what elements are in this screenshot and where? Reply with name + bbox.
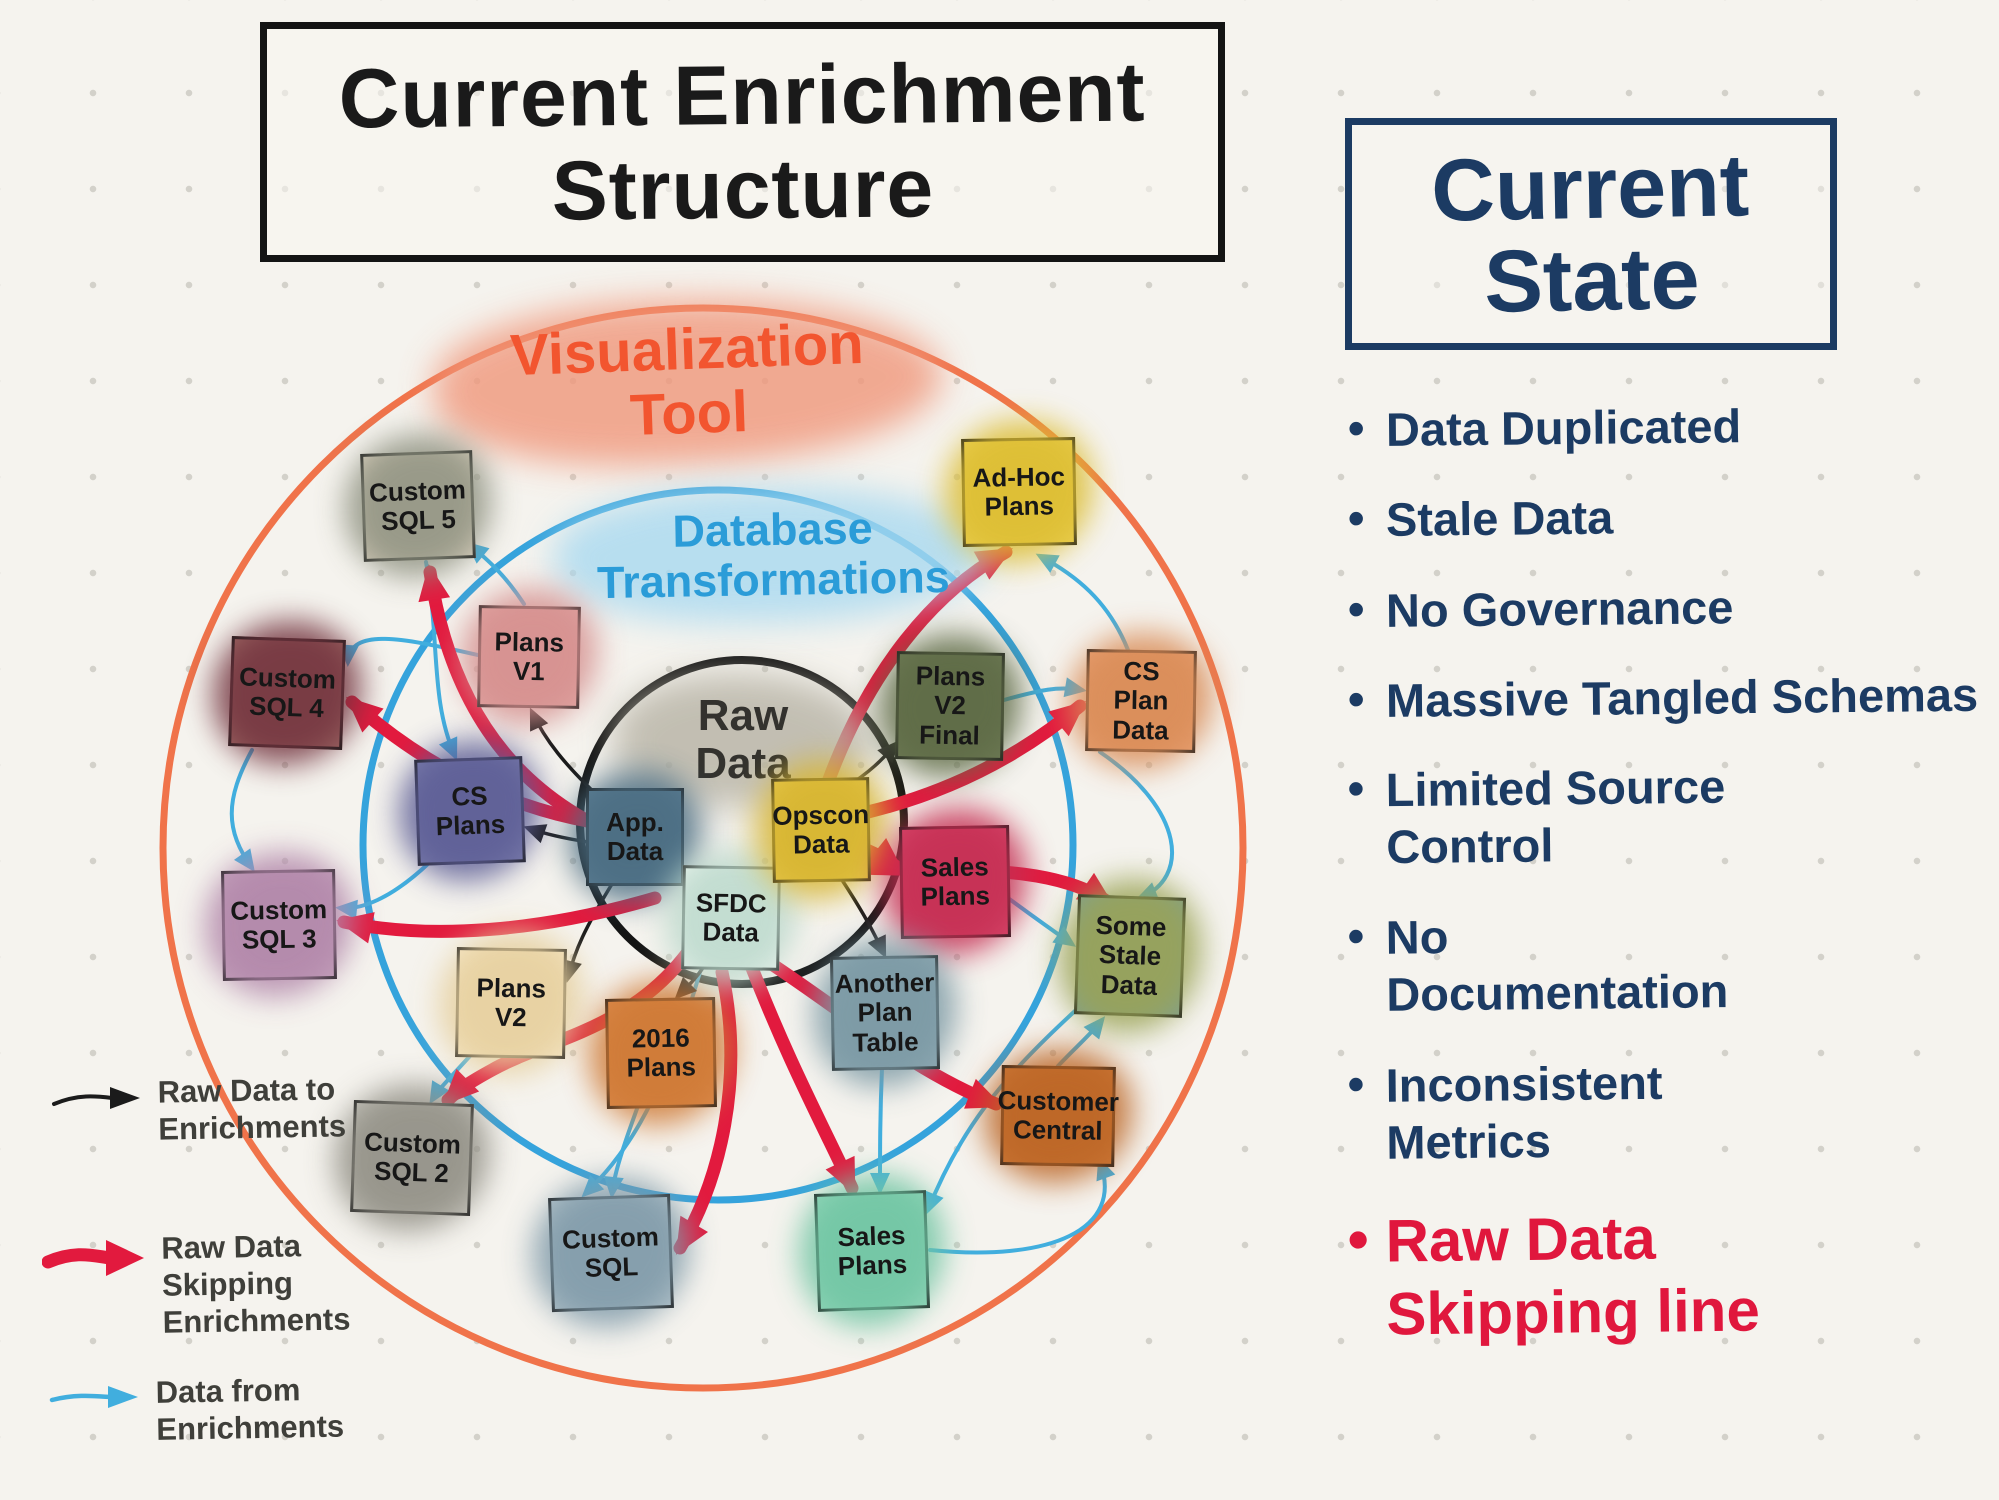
node-another-plan-table: Another Plan Table	[830, 955, 940, 1071]
node-customer-central: Customer Central	[997, 1065, 1120, 1167]
legend-label: Raw Data to Enrichments	[157, 1071, 347, 1147]
node-label: Opscon Data	[772, 799, 870, 860]
node-custom-sql-2: Custom SQL 2	[350, 1099, 474, 1217]
legend-raw-data: Raw Data to Enrichments	[48, 1071, 348, 1147]
node-label: Plans V2	[476, 972, 547, 1033]
node-label: SFDC Data	[695, 887, 767, 948]
node-plans-v2: Plans V2	[455, 947, 567, 1059]
node-label: Custom SQL 3	[230, 894, 328, 955]
node-cs-plan-data: CS Plan Data	[1085, 649, 1197, 753]
node-label: Custom SQL 2	[363, 1126, 462, 1189]
legend-label: Data from Enrichments	[155, 1372, 345, 1448]
node-custom-sql-4: Custom SQL 4	[228, 636, 346, 750]
state-item-text: Data Duplicated	[1385, 399, 1742, 456]
node-label: Custom SQL 5	[368, 474, 467, 537]
state-item-tangled-schemas: Massive Tangled Schemas	[1340, 666, 1989, 730]
state-item-text: Inconsistent Metrics	[1385, 1055, 1663, 1169]
node-sales-plans-mid: Sales Plans	[899, 825, 1011, 939]
node-label: Customer Central	[997, 1084, 1120, 1146]
node-label: Sales Plans	[920, 851, 991, 912]
node-label: 2016 Plans	[626, 1022, 697, 1083]
state-item-text: No Governance	[1385, 579, 1734, 637]
node-label: Custom SQL	[561, 1221, 660, 1283]
node-opscon-data: Opscon Data	[771, 777, 871, 883]
state-item-raw-skipping: Raw Data Skipping line	[1339, 1199, 1901, 1351]
state-item-text: Limited Source Control	[1385, 759, 1726, 874]
state-item-source-control: Limited Source Control	[1339, 757, 1840, 877]
red-arrow-icon	[42, 1240, 144, 1276]
node-label: Plans V1	[494, 626, 565, 687]
enrichment-diagram: Visualization Tool Database Transformati…	[0, 0, 1340, 1500]
blue-arrow-icon	[49, 1386, 138, 1408]
node-plans-v1: Plans V1	[477, 605, 581, 709]
node-sales-plans-bottom: Sales Plans	[813, 1190, 931, 1312]
title-box: Current Enrichment Structure	[260, 22, 1225, 262]
state-item-stale-data: Stale Data	[1340, 485, 1989, 549]
node-label: Custom SQL 4	[238, 661, 337, 724]
node-plans-v2-final: Plans V2 Final	[895, 651, 1005, 761]
inner-ring-label: Raw Data	[648, 691, 838, 789]
legend-skip: Raw Data Skipping Enrichments	[42, 1228, 362, 1340]
state-item-data-duplicated: Data Duplicated	[1340, 395, 1989, 459]
node-2016-plans: 2016 Plans	[605, 997, 717, 1109]
state-item-text: Stale Data	[1385, 490, 1614, 547]
node-label: Some Stale Data	[1095, 910, 1167, 1001]
state-item-text: Massive Tangled Schemas	[1385, 667, 1979, 727]
middle-ring-label: Database Transformations	[587, 502, 959, 607]
node-app-data: App. Data	[586, 788, 684, 886]
legend-label: Raw Data Skipping Enrichments	[161, 1228, 351, 1341]
current-state-title: Current State	[1430, 134, 1750, 331]
node-label: Another Plan Table	[834, 967, 935, 1058]
node-label: CS Plans	[435, 780, 506, 842]
node-ad-hoc-plans: Ad-Hoc Plans	[961, 437, 1077, 547]
state-item-text: Raw Data Skipping line	[1385, 1204, 1761, 1348]
node-custom-sql: Custom SQL	[548, 1193, 674, 1313]
state-item-inconsistent-metrics: Inconsistent Metrics	[1339, 1052, 1760, 1171]
node-label: Plans V2 Final	[915, 660, 986, 751]
legend-from-enrichments: Data from Enrichments	[46, 1372, 366, 1448]
node-some-stale-data: Some Stale Data	[1073, 894, 1187, 1018]
node-custom-sql-3: Custom SQL 3	[221, 869, 337, 981]
node-cs-plans: CS Plans	[414, 756, 526, 866]
current-state-list: Data Duplicated Stale Data No Governance…	[1340, 398, 1988, 1382]
node-sfdc-data: SFDC Data	[681, 865, 781, 971]
outer-ring-label: Visualization Tool	[466, 310, 910, 453]
state-item-no-governance: No Governance	[1340, 575, 1989, 639]
node-label: App. Data	[606, 806, 664, 866]
node-label: Sales Plans	[836, 1219, 908, 1282]
black-arrow-icon	[52, 1087, 140, 1109]
node-label: CS Plan Data	[1112, 656, 1169, 746]
node-custom-sql-5: Custom SQL 5	[360, 450, 476, 562]
node-label: Ad-Hoc Plans	[972, 461, 1066, 522]
state-item-no-documentation: No Documentation	[1339, 905, 1760, 1024]
state-item-text: No Documentation	[1385, 910, 1729, 1022]
current-state-box: Current State	[1345, 118, 1837, 350]
